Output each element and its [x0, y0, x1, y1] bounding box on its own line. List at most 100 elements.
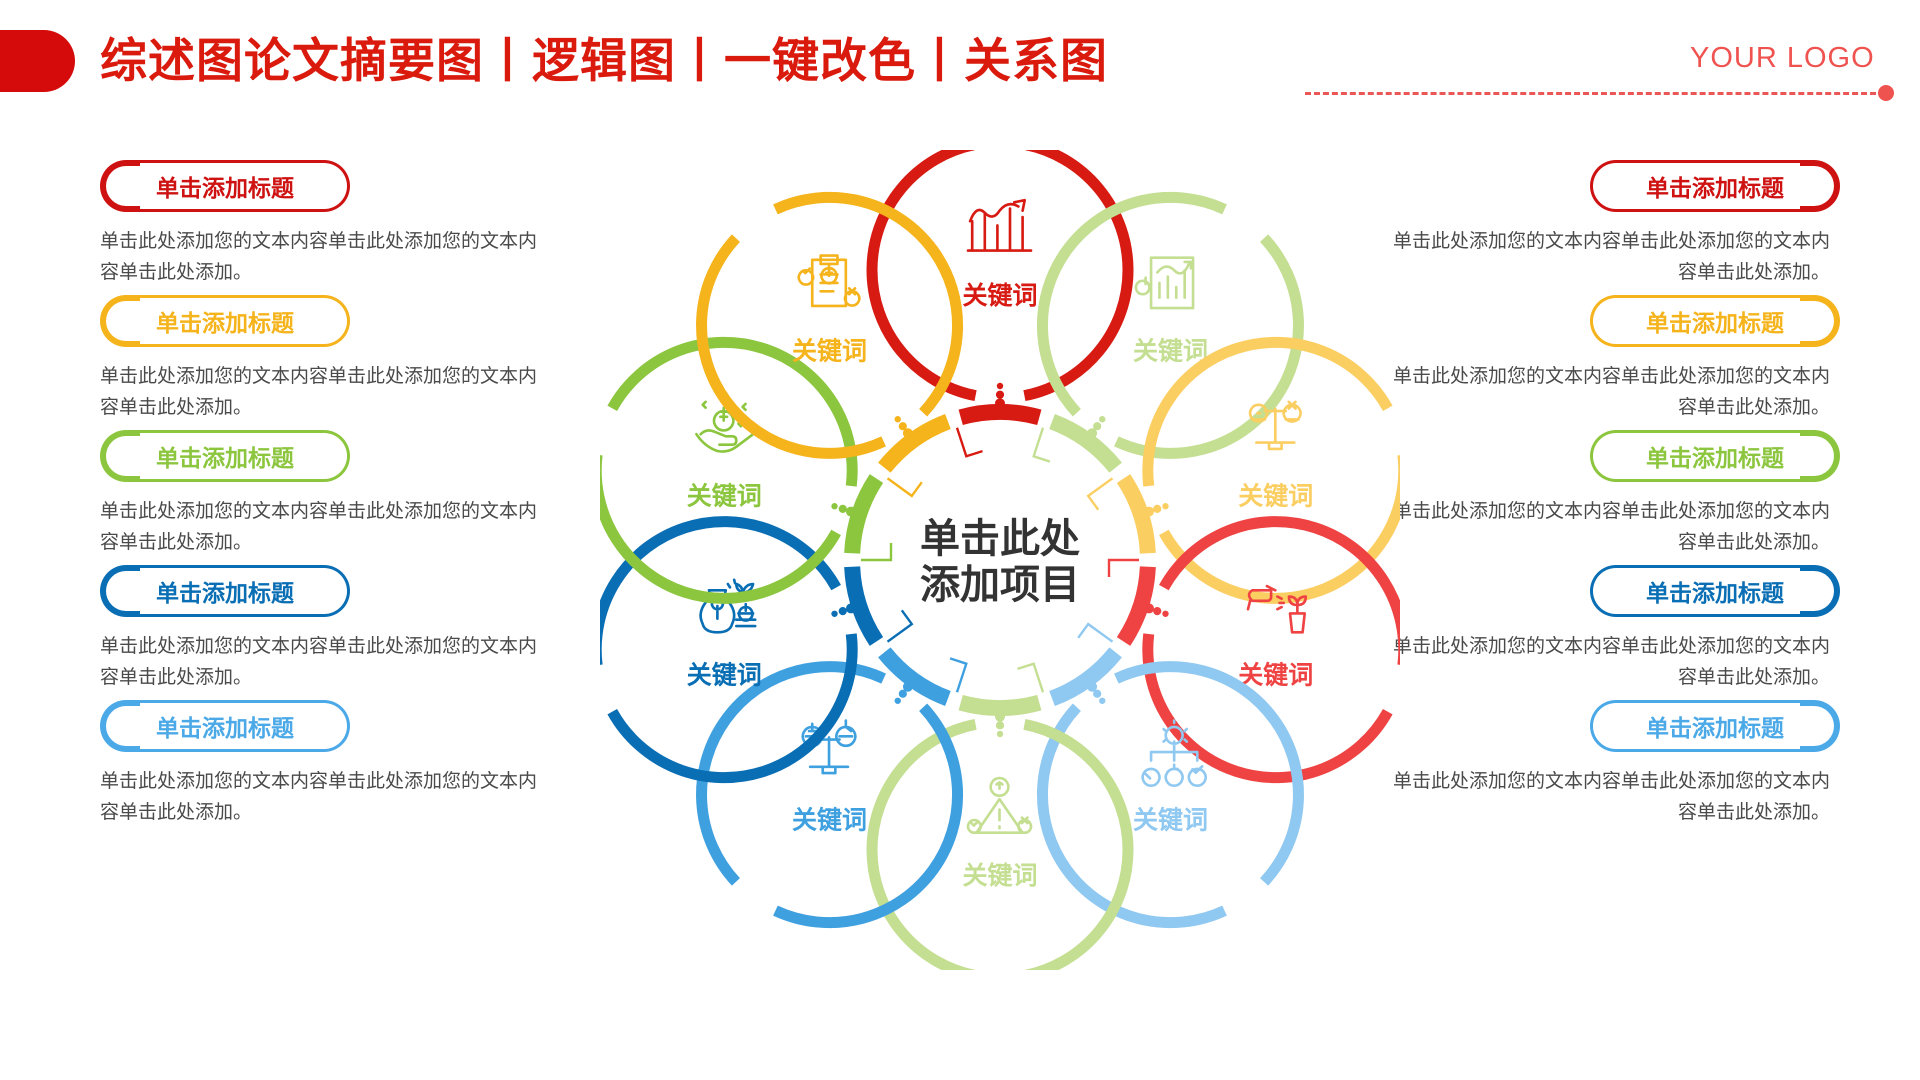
report-chart-icon — [1134, 256, 1195, 310]
text-block: 单击添加标题单击此处添加您的文本内容单击此处添加您的文本内容单击此处添加。 — [100, 565, 550, 700]
title-pill-button[interactable]: 单击添加标题 — [100, 295, 350, 347]
ring-segment[interactable] — [878, 413, 951, 473]
body-text: 单击此处添加您的文本内容单击此处添加您的文本内容单击此处添加。 — [1392, 501, 1830, 553]
header-rule-end-dot — [1878, 85, 1894, 101]
title-pill-button[interactable]: 单击添加标题 — [100, 430, 350, 482]
title-pill-button[interactable]: 单击添加标题 — [1590, 700, 1840, 752]
clipboard-check-icon — [797, 254, 861, 308]
title-pill-button[interactable]: 单击添加标题 — [100, 160, 350, 212]
pill-thick-cap — [1800, 160, 1840, 212]
pill-top-rule — [1617, 430, 1803, 433]
ring-segment[interactable] — [958, 404, 1042, 426]
keyword-node[interactable]: 关键词 — [696, 661, 964, 929]
pill-top-rule — [137, 565, 323, 568]
pill-label: 单击添加标题 — [1646, 310, 1784, 336]
bar-chart-growth-icon — [966, 198, 1033, 252]
money-bag-growth-icon — [699, 578, 757, 634]
node-ring-arc — [866, 718, 977, 970]
keyword-node[interactable]: 关键词 — [600, 516, 858, 784]
pill-label: 单击添加标题 — [156, 445, 294, 471]
watering-plant-icon — [1246, 584, 1308, 634]
ring-tick-marks — [861, 427, 1139, 693]
pill-top-rule — [137, 295, 323, 298]
ring-segment[interactable] — [958, 694, 1042, 716]
body-text: 单击此处添加您的文本内容单击此处添加您的文本内容单击此处添加。 — [100, 501, 538, 553]
keyword-node[interactable]: 关键词 — [696, 191, 964, 459]
ring-segment[interactable] — [844, 474, 884, 554]
node-ring-arc — [1114, 661, 1304, 886]
pill-bottom-rule — [1617, 614, 1803, 617]
body-text: 单击此处添加您的文本内容单击此处添加您的文本内容单击此处添加。 — [1392, 771, 1830, 823]
risk-warning-icon — [966, 776, 1033, 835]
ring-segment[interactable] — [844, 566, 884, 646]
ring-segment[interactable] — [878, 647, 951, 707]
ring-segment[interactable] — [1049, 647, 1122, 707]
pill-label: 单击添加标题 — [1646, 445, 1784, 471]
pill-label: 单击添加标题 — [1646, 715, 1784, 741]
title-pill-button[interactable]: 单击添加标题 — [1590, 430, 1840, 482]
node-ring-arc — [607, 336, 858, 487]
pill-top-rule — [1617, 700, 1803, 703]
node-label: 关键词 — [792, 806, 867, 835]
body-text: 单击此处添加您的文本内容单击此处添加您的文本内容单击此处添加。 — [1392, 231, 1830, 283]
node-ring-arc — [1159, 516, 1400, 665]
title-pill-button[interactable]: 单击添加标题 — [1590, 295, 1840, 347]
node-ring-arc — [696, 661, 886, 886]
pill-thick-cap — [100, 700, 140, 752]
body-text: 单击此处添加您的文本内容单击此处添加您的文本内容单击此处添加。 — [100, 366, 538, 418]
node-label: 关键词 — [1133, 336, 1208, 365]
keyword-node[interactable]: 关键词 — [1142, 336, 1400, 604]
pill-top-rule — [137, 430, 323, 433]
text-block: 单击添加标题单击此处添加您的文本内容单击此处添加您的文本内容单击此处添加。 — [100, 295, 550, 430]
pill-bottom-rule — [137, 749, 323, 752]
node-ring-arc — [1114, 234, 1304, 459]
keyword-node[interactable]: 关键词 — [866, 150, 1134, 402]
node-label: 关键词 — [687, 661, 762, 690]
keyword-node[interactable]: 关键词 — [866, 718, 1134, 970]
node-ring-arc — [1159, 455, 1400, 604]
node-ring-arc — [1142, 336, 1393, 487]
header-dashed-rule — [1305, 92, 1885, 95]
keyword-node[interactable]: 关键词 — [1142, 516, 1400, 784]
page-header: 综述图论文摘要图丨逻辑图丨一键改色丨关系图 YOUR LOGO — [0, 0, 1920, 120]
node-label: 关键词 — [962, 861, 1037, 890]
title-pill-button[interactable]: 单击添加标题 — [100, 700, 350, 752]
balance-scale-icon — [1248, 400, 1302, 451]
header-accent-tab — [0, 30, 75, 92]
pill-bottom-rule — [1617, 209, 1803, 212]
keyword-node[interactable]: 关键词 — [1036, 191, 1304, 459]
ring-segment[interactable] — [1116, 474, 1156, 554]
page-title: 综述图论文摘要图丨逻辑图丨一键改色丨关系图 — [100, 34, 1108, 87]
pill-top-rule — [1617, 565, 1803, 568]
ring-segment[interactable] — [1049, 413, 1122, 473]
ring-segment[interactable] — [1116, 566, 1156, 646]
text-block: 单击添加标题单击此处添加您的文本内容单击此处添加您的文本内容单击此处添加。 — [100, 700, 550, 835]
center-label-line: 添加项目 — [920, 563, 1080, 607]
pill-bottom-rule — [1617, 479, 1803, 482]
title-pill-button[interactable]: 单击添加标题 — [1590, 565, 1840, 617]
title-pill-button[interactable]: 单击添加标题 — [1590, 160, 1840, 212]
pill-thick-cap — [1800, 565, 1840, 617]
pill-label: 单击添加标题 — [1646, 175, 1784, 201]
circular-relationship-diagram: 单击此处添加项目关键词关键词关键词关键词关键词关键词关键词关键词关键词关键词 — [600, 150, 1400, 970]
keyword-node[interactable]: 关键词 — [600, 336, 858, 604]
node-ring-arc — [1142, 633, 1393, 784]
keyword-node[interactable]: 关键词 — [1036, 661, 1304, 929]
pill-label: 单击添加标题 — [156, 580, 294, 606]
text-block: 单击添加标题单击此处添加您的文本内容单击此处添加您的文本内容单击此处添加。 — [1390, 160, 1840, 295]
pill-top-rule — [137, 700, 323, 703]
node-ring-arc — [773, 191, 964, 417]
node-ring-arc — [773, 703, 964, 929]
pill-bottom-rule — [137, 209, 323, 212]
body-text: 单击此处添加您的文本内容单击此处添加您的文本内容单击此处添加。 — [100, 771, 538, 823]
title-pill-button[interactable]: 单击添加标题 — [100, 565, 350, 617]
logo-text: YOUR LOGO — [1690, 42, 1875, 74]
pill-label: 单击添加标题 — [156, 310, 294, 336]
pill-thick-cap — [100, 160, 140, 212]
gear-network-icon — [1141, 719, 1207, 788]
node-label: 关键词 — [1238, 661, 1313, 690]
node-label: 关键词 — [1133, 806, 1208, 835]
pill-top-rule — [137, 160, 323, 163]
pill-thick-cap — [1800, 700, 1840, 752]
